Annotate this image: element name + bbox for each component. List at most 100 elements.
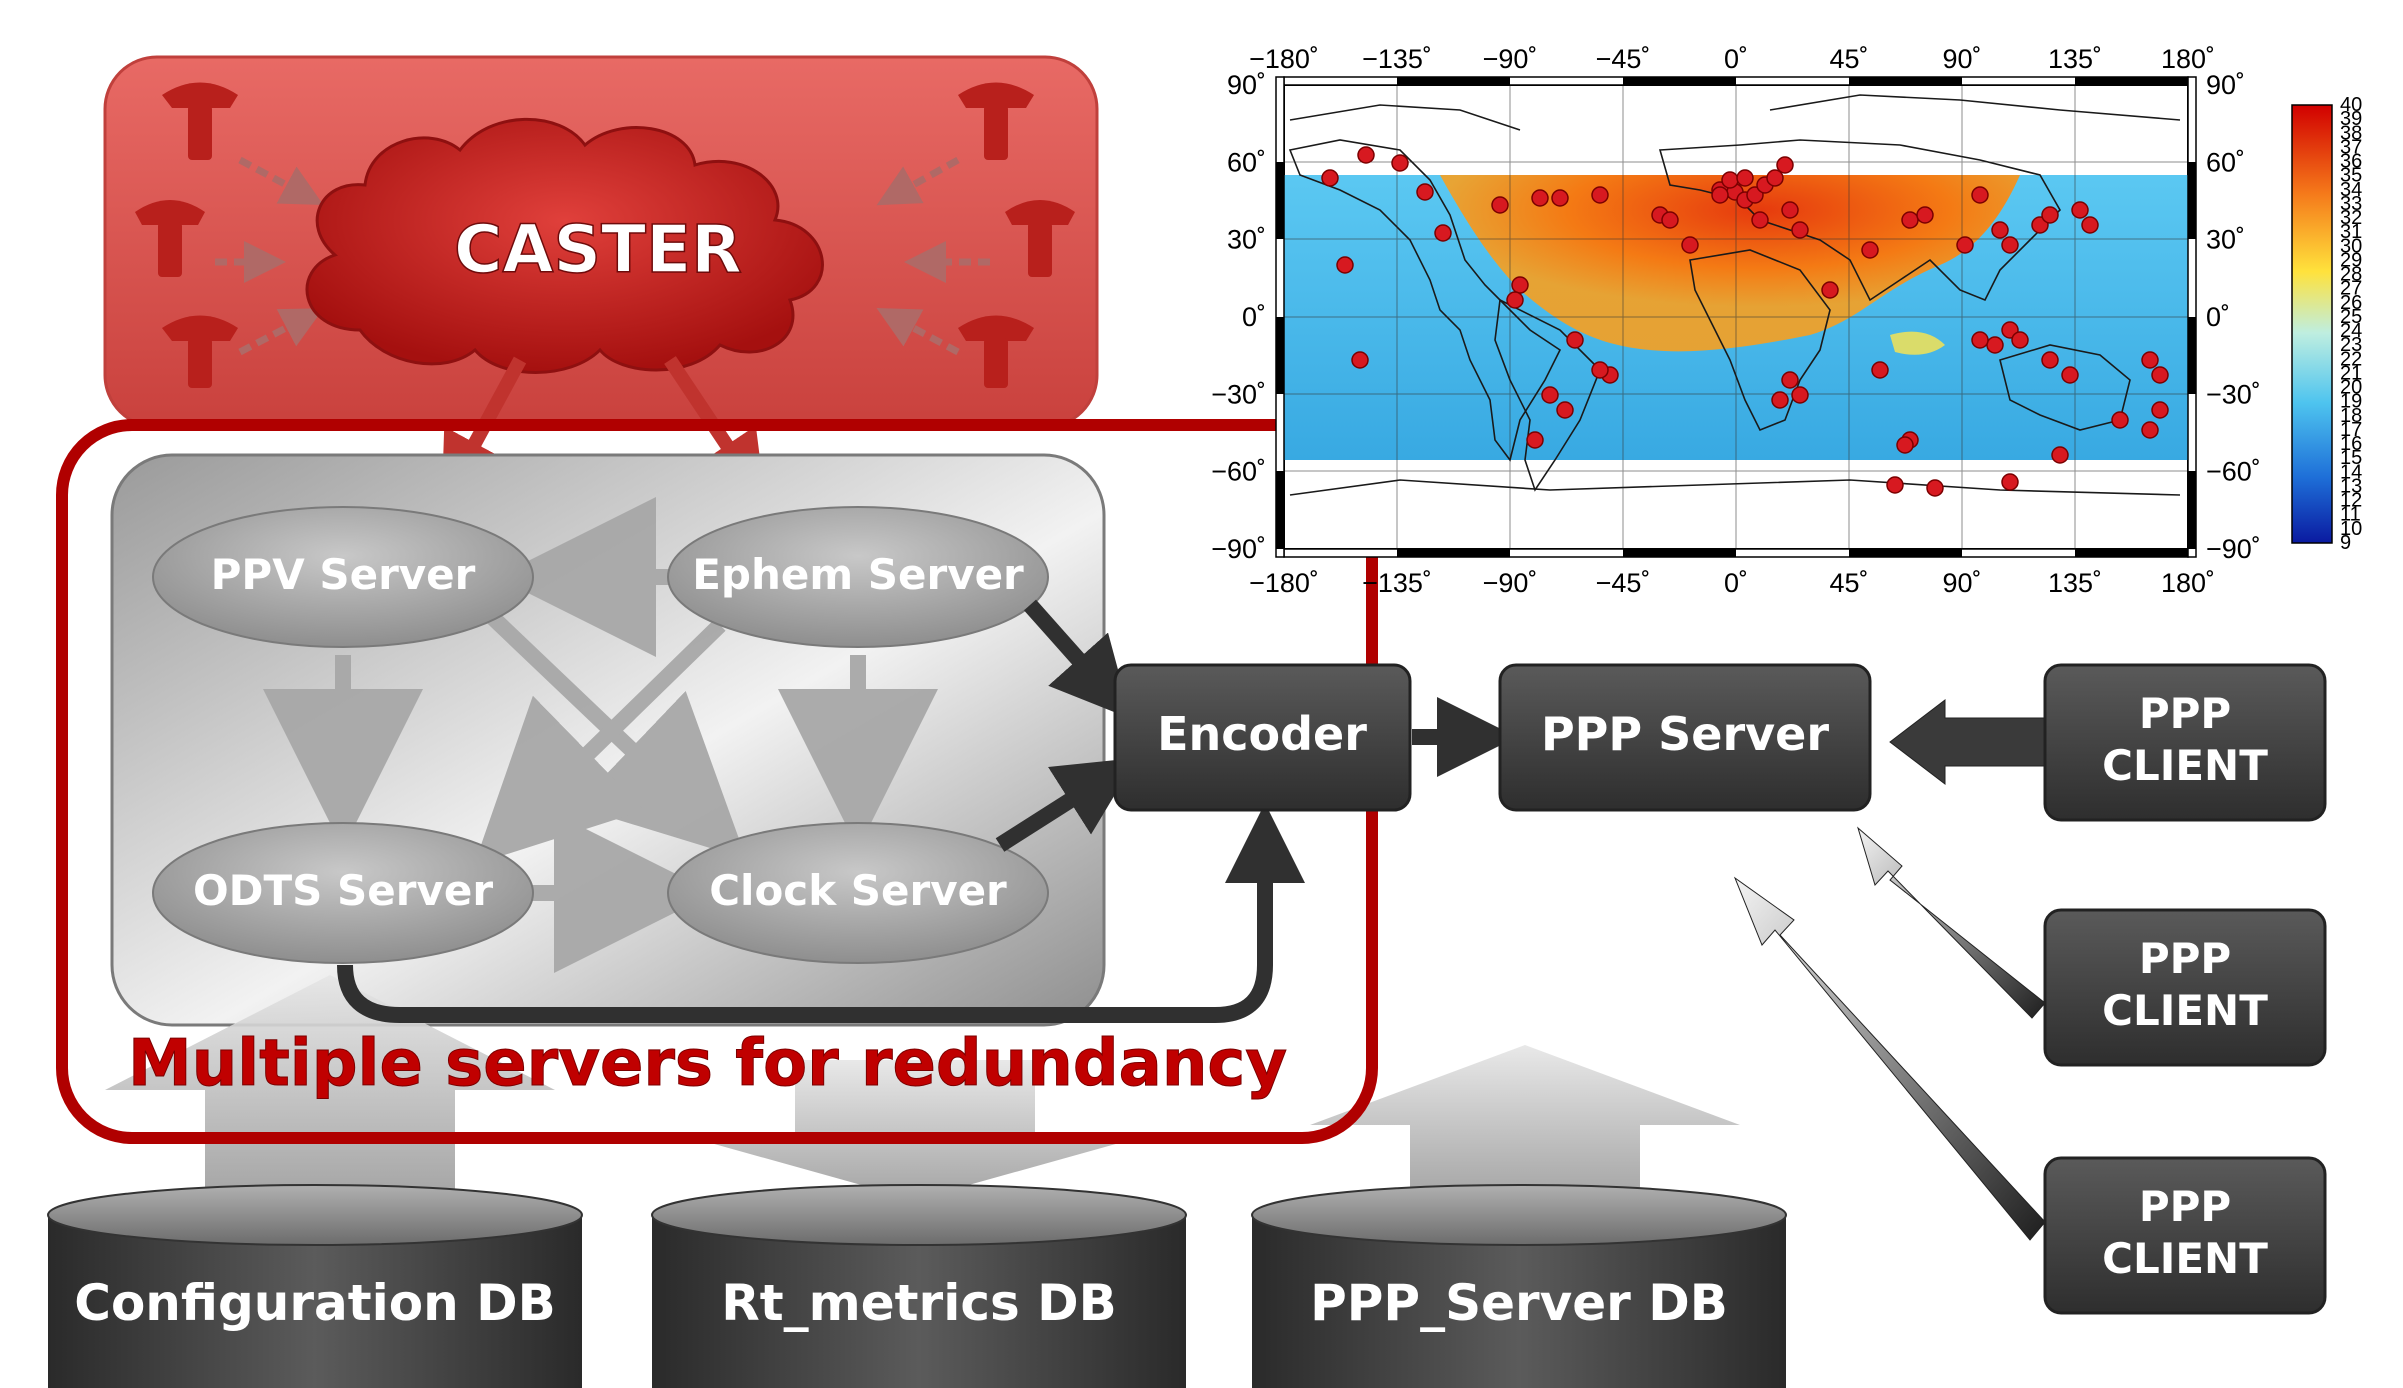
- client-line2: CLIENT: [2102, 986, 2268, 1035]
- lat-tick-label: 0˚: [2206, 302, 2230, 332]
- colorbar-label: 26: [2340, 292, 2362, 314]
- odts-server-label: ODTS Server: [193, 866, 493, 915]
- colorbar-label: 11: [2340, 504, 2361, 526]
- lon-tick-label: 0˚: [1724, 568, 1748, 598]
- ppp-client-box[interactable]: [2043, 1156, 2327, 1315]
- station-marker: [2041, 206, 2059, 224]
- lon-tick-label: −180˚: [1249, 44, 1319, 74]
- station-marker: [1781, 371, 1799, 389]
- ppv-server-label: PPV Server: [211, 550, 476, 599]
- station-marker: [1681, 236, 1699, 254]
- database-cylinders: Configuration DB Rt_metrics DB PPP_Serve…: [47, 1184, 1787, 1388]
- colorbar-label: 33: [2340, 193, 2362, 215]
- colorbar-label: 18: [2340, 405, 2362, 427]
- encoder-box[interactable]: [1113, 663, 1412, 812]
- longitude-ticks-top: −180˚−135˚−90˚−45˚0˚45˚90˚135˚180˚: [1249, 44, 2215, 74]
- station-marker: [2011, 331, 2029, 349]
- clock-server-node[interactable]: [667, 822, 1049, 964]
- station-marker: [1791, 221, 1809, 239]
- colorbar-label: 34: [2340, 179, 2362, 201]
- colorbar-label: 39: [2340, 108, 2362, 130]
- lat-tick-label: −90˚: [2206, 534, 2261, 564]
- colorbar-label: 29: [2340, 249, 2362, 271]
- encoder-label: Encoder: [1157, 707, 1367, 761]
- lon-tick-label: −45˚: [1596, 44, 1651, 74]
- station-marker: [1336, 256, 1354, 274]
- station-marker: [1956, 236, 1974, 254]
- ephem-server-label: Ephem Server: [692, 550, 1024, 599]
- lat-tick-label: 60˚: [1227, 147, 1266, 177]
- station-marker: [1551, 189, 1569, 207]
- ppp-server-db-icon: [1251, 1184, 1787, 1388]
- colorbar-label: 17: [2340, 419, 2362, 441]
- lat-tick-label: 90˚: [1227, 70, 1266, 100]
- lon-tick-label: 90˚: [1942, 44, 1981, 74]
- odts-server-node[interactable]: [152, 822, 534, 964]
- ppv-server-node[interactable]: [152, 506, 534, 648]
- lon-tick-label: 180˚: [2161, 44, 2215, 74]
- station-marker: [1781, 201, 1799, 219]
- colorbar-label: 40: [2340, 94, 2362, 116]
- station-marker: [2041, 351, 2059, 369]
- colorbar-label: 24: [2340, 320, 2362, 342]
- colorbar-label: 28: [2340, 264, 2362, 286]
- station-marker: [1886, 476, 1904, 494]
- lat-tick-label: −30˚: [1211, 379, 1266, 409]
- ppp-server-box[interactable]: [1498, 663, 1872, 812]
- colorbar-label: 21: [2340, 362, 2362, 384]
- station-marker: [1566, 331, 1584, 349]
- colorbar-label: 16: [2340, 433, 2362, 455]
- station-marker: [1351, 351, 1369, 369]
- station-marker: [1526, 431, 1544, 449]
- station-marker: [1416, 183, 1434, 201]
- map-grid: [1284, 85, 2188, 549]
- ppp-server-db-label: PPP_Server DB: [1310, 1274, 1728, 1332]
- station-marker: [2111, 411, 2129, 429]
- lon-tick-label: 90˚: [1942, 568, 1981, 598]
- ppp-client-box[interactable]: [2043, 908, 2327, 1067]
- lat-tick-label: −30˚: [2206, 379, 2261, 409]
- lon-tick-label: 135˚: [2048, 568, 2102, 598]
- colorbar-label: 25: [2340, 306, 2362, 328]
- colorbar-label: 35: [2340, 165, 2362, 187]
- colorbar-label: 38: [2340, 122, 2362, 144]
- station-marker: [1556, 401, 1574, 419]
- station-marker: [1986, 336, 2004, 354]
- ppp-client-box[interactable]: [2043, 663, 2327, 822]
- station-marker: [1736, 169, 1754, 187]
- ephem-server-node[interactable]: [667, 506, 1049, 648]
- station-marker: [2141, 351, 2159, 369]
- coverage-map: −180˚−135˚−90˚−45˚0˚45˚90˚135˚180˚ −180˚…: [1211, 44, 2362, 598]
- lon-tick-label: 135˚: [2048, 44, 2102, 74]
- colorbar-label: 9: [2340, 532, 2351, 554]
- latitude-ticks-left: 90˚60˚30˚0˚−30˚−60˚−90˚: [1211, 70, 1266, 564]
- rt-metrics-db-label: Rt_metrics DB: [721, 1274, 1117, 1332]
- lat-tick-label: −60˚: [2206, 457, 2261, 487]
- station-marker: [2141, 421, 2159, 439]
- server-sync-arrows: [263, 497, 938, 973]
- client-line2: CLIENT: [2102, 1234, 2268, 1283]
- station-marker: [1861, 241, 1879, 259]
- station-marker: [2051, 446, 2069, 464]
- station-marker: [1766, 169, 1784, 187]
- lon-tick-label: −135˚: [1362, 44, 1432, 74]
- station-marker: [1711, 186, 1729, 204]
- station-marker: [2071, 201, 2089, 219]
- station-marker: [1357, 146, 1375, 164]
- client-arrows: [1733, 698, 2046, 1241]
- colorbar-label: 10: [2340, 518, 2362, 540]
- lat-tick-label: 30˚: [2206, 225, 2245, 255]
- client-line1: PPP: [2139, 689, 2231, 738]
- station-marker: [1506, 291, 1524, 309]
- colorbar-label: 13: [2340, 475, 2362, 497]
- station-marker: [2151, 366, 2169, 384]
- colorbar-label: 14: [2340, 461, 2362, 483]
- colorbar-label: 32: [2340, 207, 2362, 229]
- redundancy-caption: Multiple servers for redundancy: [128, 1027, 1287, 1101]
- station-markers: [1321, 146, 2169, 497]
- lon-tick-label: −180˚: [1249, 568, 1319, 598]
- colorbar-label: 37: [2340, 136, 2362, 158]
- clock-server-label: Clock Server: [709, 866, 1007, 915]
- client-line2: CLIENT: [2102, 741, 2268, 790]
- station-marker: [2061, 366, 2079, 384]
